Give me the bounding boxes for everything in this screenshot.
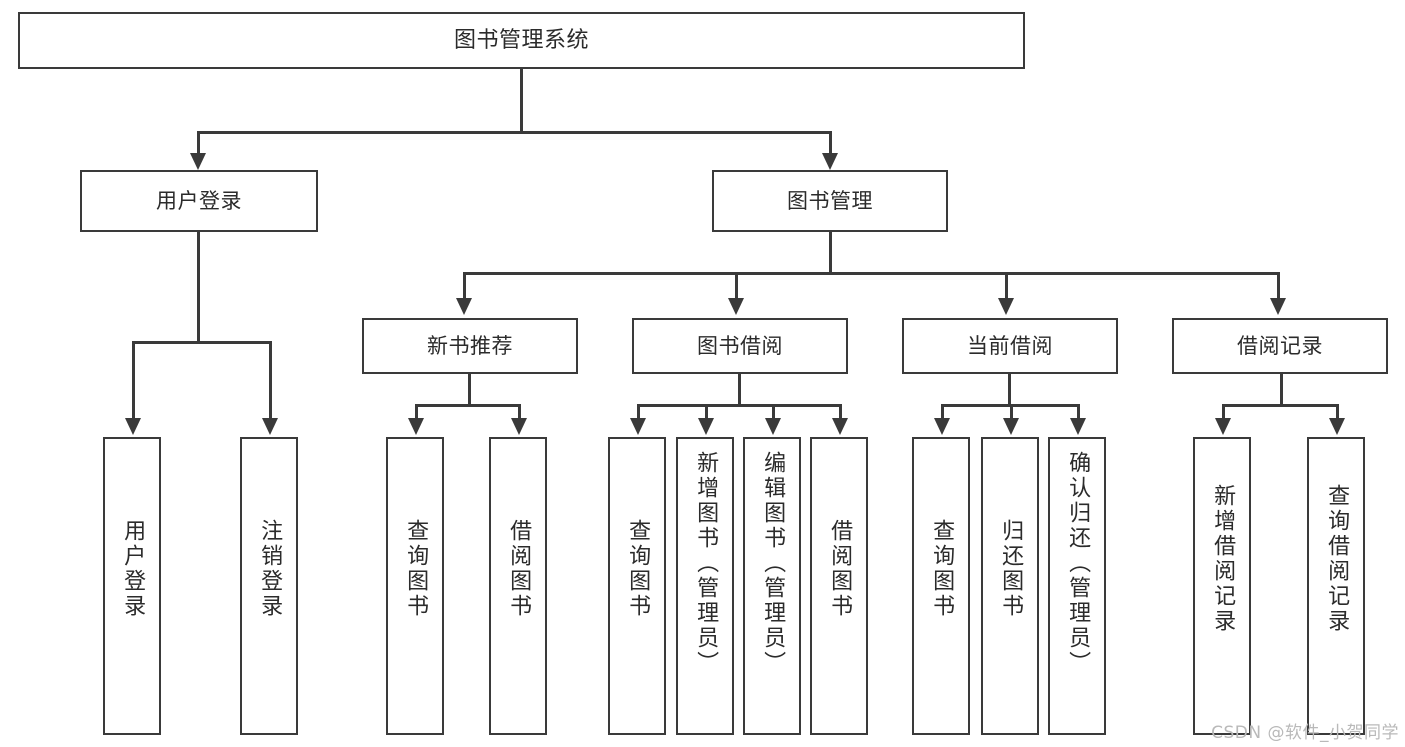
arrow-bookmgmt-to-current (998, 298, 1014, 315)
edge-bookmgmt-to-newbook (463, 272, 466, 300)
edge-borrow-bar (637, 404, 842, 407)
node-label: 注销登录 (257, 519, 283, 619)
node-leaf-logout[interactable]: 注销登录 (240, 437, 298, 735)
node-label: 当前借阅 (967, 333, 1053, 358)
edge-borrow-to-leaf8 (839, 404, 842, 421)
arrow-bookmgmt-to-borrow (728, 298, 744, 315)
edge-records-to-leaf13 (1336, 404, 1339, 421)
edge-login-to-leaf1 (132, 341, 135, 421)
arrow-records-to-leaf13 (1329, 418, 1345, 435)
edge-current-stem (1008, 374, 1011, 406)
edge-records-stem (1280, 374, 1283, 406)
node-label: 借阅图书 (506, 519, 532, 619)
edge-bookmgmt-to-borrow (735, 272, 738, 300)
arrow-root-to-bookmgmt (822, 153, 838, 170)
node-leaf-query-books-newbook[interactable]: 查询图书 (386, 437, 444, 735)
arrow-bookmgmt-to-newbook (456, 298, 472, 315)
node-root-book-management-system[interactable]: 图书管理系统 (18, 12, 1025, 69)
node-label: 查询图书 (625, 519, 651, 619)
node-leaf-query-books-borrow[interactable]: 查询图书 (608, 437, 666, 735)
edge-current-to-leaf9 (941, 404, 944, 421)
node-user-login[interactable]: 用户登录 (80, 170, 318, 232)
node-label: 查询图书 (929, 519, 955, 619)
node-label: 查询图书 (403, 519, 429, 619)
arrow-borrow-to-leaf5 (630, 418, 646, 435)
node-current-borrowing[interactable]: 当前借阅 (902, 318, 1118, 374)
edge-root-to-bookmgmt (829, 131, 832, 157)
edge-bookmgmt-bar (463, 272, 1280, 275)
arrow-current-to-leaf9 (934, 418, 950, 435)
node-leaf-user-login[interactable]: 用户登录 (103, 437, 161, 735)
arrow-borrow-to-leaf6 (698, 418, 714, 435)
node-leaf-query-books-current[interactable]: 查询图书 (912, 437, 970, 735)
node-leaf-edit-book-admin[interactable]: 编辑图书（管理员） (743, 437, 801, 735)
node-book-borrowing[interactable]: 图书借阅 (632, 318, 848, 374)
node-label: 编辑图书（管理员） (760, 451, 786, 676)
node-label: 借阅图书 (827, 519, 853, 619)
arrow-bookmgmt-to-records (1270, 298, 1286, 315)
edge-newbook-bar (415, 404, 521, 407)
edge-root-bar (197, 131, 831, 134)
edge-records-to-leaf12 (1222, 404, 1225, 421)
node-label: 新增图书（管理员） (693, 451, 719, 676)
node-label: 确认归还（管理员） (1065, 451, 1091, 676)
edge-login-to-leaf2 (269, 341, 272, 421)
node-label: 图书管理系统 (453, 27, 589, 53)
edge-borrow-to-leaf6 (705, 404, 708, 421)
edge-borrow-to-leaf5 (637, 404, 640, 421)
node-book-management[interactable]: 图书管理 (712, 170, 948, 232)
edge-bookmgmt-to-current (1005, 272, 1008, 300)
edge-borrow-stem (738, 374, 741, 406)
node-label: 归还图书 (998, 519, 1024, 619)
node-label: 图书管理 (787, 188, 873, 213)
edge-newbook-to-leaf3 (415, 404, 418, 421)
node-label: 查询借阅记录 (1324, 484, 1350, 634)
arrow-login-to-leaf1 (125, 418, 141, 435)
arrow-root-to-login (190, 153, 206, 170)
node-label: 图书借阅 (697, 333, 783, 358)
arrow-login-to-leaf2 (262, 418, 278, 435)
arrow-records-to-leaf12 (1215, 418, 1231, 435)
csdn-watermark: CSDN @软件_小贺同学 (1211, 723, 1399, 743)
node-leaf-confirm-return-admin[interactable]: 确认归还（管理员） (1048, 437, 1106, 735)
node-label: 用户登录 (156, 188, 242, 213)
node-new-book-recommendation[interactable]: 新书推荐 (362, 318, 578, 374)
edge-current-to-leaf10 (1010, 404, 1013, 421)
node-leaf-query-borrow-record[interactable]: 查询借阅记录 (1307, 437, 1365, 735)
edge-root-to-login (197, 131, 200, 157)
arrow-current-to-leaf11 (1070, 418, 1086, 435)
edge-bookmgmt-stem (829, 232, 832, 274)
node-leaf-borrow-books-newbook[interactable]: 借阅图书 (489, 437, 547, 735)
edge-newbook-to-leaf4 (518, 404, 521, 421)
node-label: 借阅记录 (1237, 333, 1323, 358)
node-leaf-borrow-books-borrow[interactable]: 借阅图书 (810, 437, 868, 735)
edge-root-stem (520, 68, 523, 133)
node-borrow-records[interactable]: 借阅记录 (1172, 318, 1388, 374)
arrow-newbook-to-leaf4 (511, 418, 527, 435)
arrow-borrow-to-leaf8 (832, 418, 848, 435)
arrow-newbook-to-leaf3 (408, 418, 424, 435)
node-leaf-add-borrow-record[interactable]: 新增借阅记录 (1193, 437, 1251, 735)
arrow-borrow-to-leaf7 (765, 418, 781, 435)
node-leaf-add-book-admin[interactable]: 新增图书（管理员） (676, 437, 734, 735)
node-label: 新增借阅记录 (1210, 484, 1236, 634)
edge-current-to-leaf11 (1077, 404, 1080, 421)
edge-login-stem (197, 232, 200, 343)
edge-bookmgmt-to-records (1277, 272, 1280, 300)
node-label: 新书推荐 (427, 333, 513, 358)
edge-borrow-to-leaf7 (772, 404, 775, 421)
node-label: 用户登录 (120, 519, 146, 619)
edge-login-bar (132, 341, 269, 344)
node-leaf-return-books[interactable]: 归还图书 (981, 437, 1039, 735)
edge-newbook-stem (468, 374, 471, 406)
edge-records-bar (1222, 404, 1339, 407)
arrow-current-to-leaf10 (1003, 418, 1019, 435)
